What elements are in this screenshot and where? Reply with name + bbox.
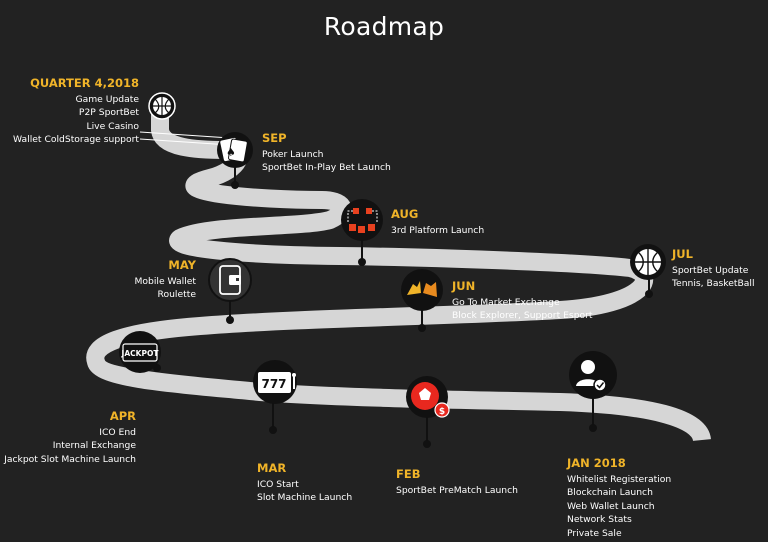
- milestone-item: P2P SportBet: [78, 107, 139, 119]
- milestone-item: Poker Launch: [262, 149, 324, 160]
- q4-connector-lines: [139, 131, 231, 146]
- milestone-item: Roulette: [157, 289, 196, 301]
- milestone-sep: SEP Poker Launch SportBet In-Play Bet La…: [262, 131, 391, 175]
- mobile-wallet-icon: [208, 258, 252, 302]
- milestone-item: Slot Machine Launch: [257, 492, 353, 504]
- milestone-label: MAY: [168, 258, 196, 272]
- playing-cards-icon: ♠: [217, 132, 253, 168]
- milestone-item: Network Stats: [567, 514, 632, 526]
- milestone-item: Game Update: [75, 94, 139, 105]
- soccer-bet-icon: $: [406, 376, 450, 418]
- milestone-item: Wallet ColdStorage support: [13, 134, 139, 146]
- platform-nodes-icon: [341, 199, 383, 241]
- milestone-aug: AUG 3rd Platform Launch: [391, 207, 484, 237]
- milestone-item: SportBet In-Play Bet Launch: [262, 162, 391, 174]
- dollar-icon-text: $: [439, 407, 445, 417]
- milestone-item: Live Casino: [86, 120, 139, 132]
- svg-text:♠: ♠: [226, 146, 236, 159]
- milestone-label: APR: [109, 409, 136, 423]
- milestone-label: FEB: [396, 467, 421, 481]
- milestone-item: SportBet Update: [672, 265, 749, 276]
- milestone-item: ICO Start: [257, 479, 299, 490]
- milestone-item: Internal Exchange: [52, 440, 136, 452]
- slot-machine-icon: 777: [253, 360, 297, 404]
- milestone-label: MAR: [257, 461, 287, 475]
- jackpot-icon: JACKPOT: [119, 331, 161, 373]
- milestone-item: ICO End: [99, 427, 136, 438]
- milestone-mar: MAR ICO Start Slot Machine Launch: [257, 461, 352, 505]
- milestone-item: Go To Market Exchange: [452, 297, 560, 308]
- milestone-label: JUN: [452, 279, 476, 293]
- milestone-jul: JUL SportBet Update Tennis, BasketBall: [672, 247, 755, 291]
- slot-machine-icon-text: 777: [261, 377, 286, 391]
- basketball-icon: [148, 92, 176, 120]
- milestone-item: Tennis, BasketBall: [672, 278, 755, 290]
- basketball-icon-jul: [630, 244, 666, 280]
- page-title: Roadmap: [323, 12, 445, 41]
- user-verified-icon: [569, 351, 617, 399]
- milestone-item: Mobile Wallet: [134, 276, 196, 287]
- milestone-item: Whitelist Registeration: [567, 474, 672, 485]
- milestone-label: JUL: [672, 247, 693, 261]
- milestone-item: Web Wallet Launch: [567, 500, 655, 512]
- timeline-dots: [153, 181, 653, 448]
- bull-bear-icon: [401, 269, 443, 311]
- milestone-label: JAN 2018: [567, 456, 626, 470]
- milestone-feb: FEB SportBet PreMatch Launch: [396, 467, 518, 497]
- milestone-jun: JUN Go To Market Exchange Block Explorer…: [452, 279, 593, 323]
- jackpot-icon-text: JACKPOT: [121, 349, 160, 358]
- milestone-item: Jackpot Slot Machine Launch: [4, 453, 136, 465]
- milestone-may: MAY Mobile Wallet Roulette: [100, 258, 196, 302]
- milestone-label: QUARTER 4,2018: [30, 76, 139, 90]
- milestone-item: Blockchain Launch: [567, 487, 653, 499]
- milestone-item: Private Sale: [567, 527, 622, 539]
- milestone-item: 3rd Platform Launch: [391, 225, 485, 236]
- milestone-apr: APR ICO End Internal Exchange Jackpot Sl…: [2, 409, 136, 466]
- milestone-label: AUG: [391, 207, 419, 221]
- milestone-item: Block Explorer, Support Esport: [452, 310, 593, 322]
- milestone-item: SportBet PreMatch Launch: [396, 485, 518, 496]
- milestone-label: SEP: [262, 131, 287, 145]
- milestone-q4-2018: QUARTER 4,2018 Game Update P2P SportBet …: [2, 76, 139, 147]
- milestone-jan-2018: JAN 2018 Whitelist Registeration Blockch…: [567, 456, 671, 540]
